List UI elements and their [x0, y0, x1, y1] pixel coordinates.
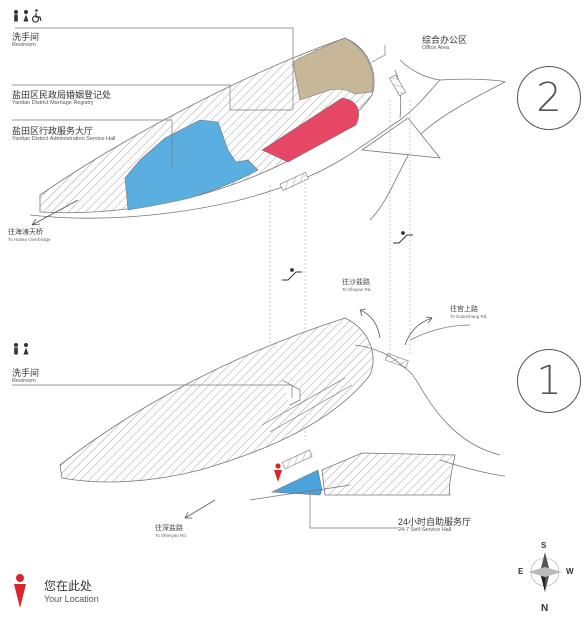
self-service-hall-en: 24-7 Self-Service Hall: [398, 527, 452, 534]
to-shayan-label: 往沙盐路 To Shayan Rd.: [342, 279, 372, 292]
office-area-label: 综合办公区 Office Area: [422, 35, 467, 52]
restroom-icon: [14, 10, 29, 22]
your-location-zh: 您在此处: [44, 579, 93, 593]
location-pin-icon: [14, 574, 26, 608]
compass-e-label: E: [518, 567, 524, 576]
to-haitao-en: To Haitao Overbridge: [8, 237, 51, 243]
administration-hall-label: 盐田区行政服务大厅 Yantian District Administratio…: [12, 126, 116, 143]
escalator-icon: [282, 268, 302, 281]
restroom-label-floor-2: 洗手间 Restroom: [12, 32, 39, 49]
administration-hall-en: Yantian District Administration Service …: [12, 136, 116, 143]
marriage-registry-en: Yantian District Marriage Registry: [12, 100, 94, 107]
your-location-legend: 您在此处 Your Location: [44, 579, 99, 604]
floor-2-plan: [29, 37, 506, 226]
to-shayan-en: To Shayan Rd.: [342, 287, 372, 293]
restroom-zh: 洗手间: [12, 368, 40, 378]
self-service-hall-zone: [270, 469, 323, 496]
escalator-floor-2-b: [389, 74, 407, 97]
self-service-building: [321, 452, 456, 496]
restroom-icon: [14, 343, 29, 355]
restroom-en: Restroom: [12, 378, 36, 385]
floor-1-leader-lines: [12, 384, 398, 529]
marriage-registry-zone: [261, 97, 359, 163]
self-service-hall-zh: 24小时自助服务厅: [398, 517, 472, 527]
office-area-zone: [292, 37, 374, 101]
to-haitao-label: 往海涛天桥 To Haitao Overbridge: [8, 229, 51, 242]
wheelchair-icon: [31, 9, 42, 23]
compass-icon: [528, 552, 562, 592]
to-guanshang-en: To Guanshang Rd.: [450, 314, 488, 320]
marriage-registry-label: 盐田区民政局婚姻登记处 Yantian District Marriage Re…: [12, 90, 111, 107]
floor-1-plan: [59, 308, 506, 519]
restroom-label-floor-1: 洗手间 Restroom: [12, 368, 39, 385]
to-haitao-zh: 往海涛天桥: [8, 229, 43, 236]
escalator-floor-2-a: [279, 171, 309, 191]
administration-hall-zh: 盐田区行政服务大厅: [12, 126, 94, 136]
to-shenyan-label: 往深盐路 To Shenyan Rd.: [155, 525, 187, 538]
marriage-registry-zh: 盐田区民政局婚姻登记处: [12, 90, 112, 100]
self-service-hall-label: 24小时自助服务厅 24-7 Self-Service Hall: [398, 517, 471, 534]
compass-n-label: N: [541, 603, 549, 614]
floor-1-building: [59, 317, 374, 483]
restroom-zh: 洗手间: [12, 32, 40, 42]
floor-2-badge: 2: [517, 66, 581, 130]
to-shenyan-en: To Shenyan Rd.: [155, 533, 188, 539]
office-area-en: Office Area: [422, 45, 450, 52]
floor-1-badge: 1: [517, 349, 581, 413]
to-guanshang-label: 往官上路 To Guanshang Rd.: [450, 306, 488, 319]
compass-s-label: S: [541, 541, 547, 550]
escalator-icon: [393, 231, 413, 244]
to-shenyan-zh: 往深盐路: [155, 525, 183, 532]
to-guanshang-zh: 往官上路: [450, 306, 478, 313]
office-area-zh: 综合办公区: [422, 35, 468, 45]
plaza-triangle: [360, 117, 441, 159]
compass-w-label: W: [566, 567, 574, 576]
restroom-en: Restroom: [12, 42, 36, 49]
your-location-marker: [274, 463, 282, 482]
floor-2-leader-lines: [12, 27, 386, 168]
your-location-en: Your Location: [44, 593, 99, 604]
to-shayan-zh: 往沙盐路: [342, 279, 370, 286]
administration-hall-zone: [124, 119, 259, 211]
escalator-floor-1: [281, 449, 313, 470]
